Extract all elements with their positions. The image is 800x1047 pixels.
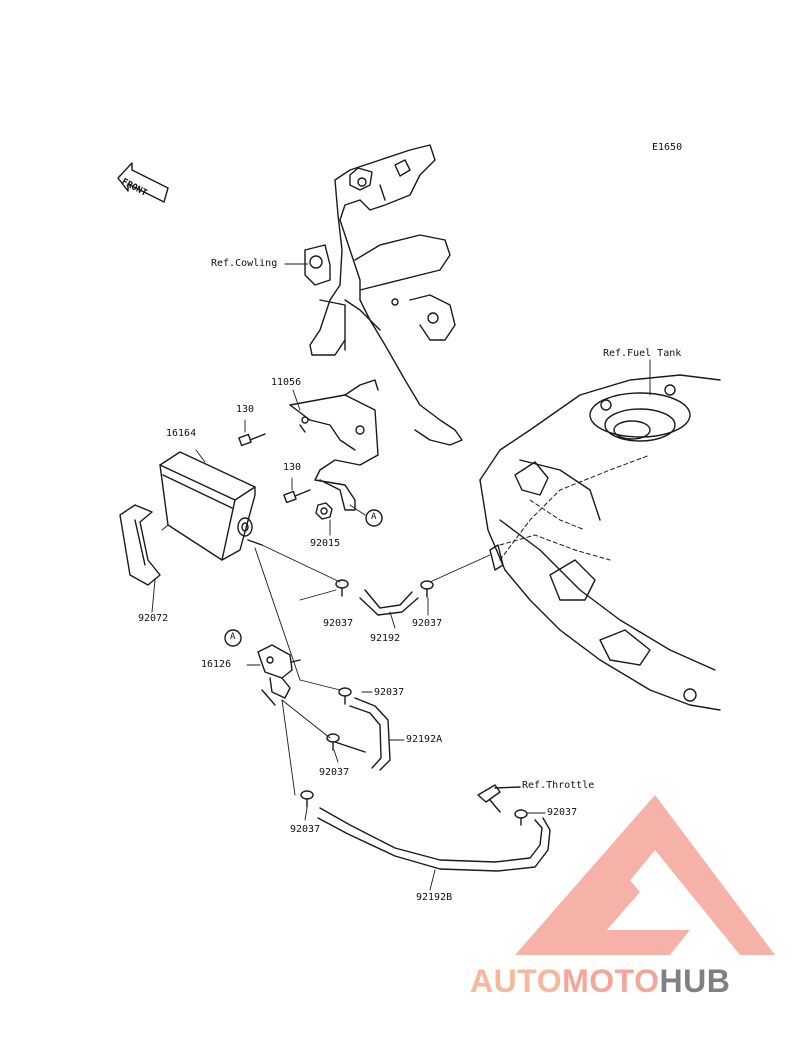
part-label-92037-4: 92037 xyxy=(319,767,350,778)
hose-92192B xyxy=(317,807,551,872)
ref-cowling-label: Ref.Cowling xyxy=(211,258,278,269)
part-label-92192: 92192 xyxy=(370,633,401,644)
frame-bracket xyxy=(304,144,463,446)
front-arrow-icon xyxy=(117,162,169,203)
hose-92192 xyxy=(359,589,419,616)
part-label-92037-2: 92037 xyxy=(412,618,443,629)
marker-a-circle xyxy=(365,509,383,527)
watermark-part-hub: HUB xyxy=(659,963,731,999)
part-label-11056: 11056 xyxy=(271,377,302,388)
part-label-16126: 16126 xyxy=(201,659,232,670)
canister-strap xyxy=(119,504,161,586)
part-label-92037-6: 92037 xyxy=(290,824,321,835)
part-label-16164: 16164 xyxy=(166,428,197,439)
bolt-upper-icon xyxy=(238,433,266,447)
part-label-92037-5: 92037 xyxy=(547,807,578,818)
part-label-130-lower: 130 xyxy=(283,462,302,473)
bolt-lower-icon xyxy=(283,489,311,504)
part-label-92015: 92015 xyxy=(310,538,341,549)
watermark-part-auto: AUTO xyxy=(470,963,563,999)
watermark-logo-icon xyxy=(515,795,775,955)
ref-throttle-label: Ref.Throttle xyxy=(522,780,595,791)
throttle-fitting xyxy=(477,784,521,813)
ref-fuel-tank-label: Ref.Fuel Tank xyxy=(603,348,682,359)
part-label-92037-3: 92037 xyxy=(374,687,405,698)
fuel-tank xyxy=(479,374,721,711)
watermark-part-moto: MOTO xyxy=(562,963,660,999)
diagram-code: E1650 xyxy=(652,142,683,153)
solenoid-valve xyxy=(257,644,301,706)
charcoal-canister xyxy=(159,451,263,561)
hose-92192A xyxy=(334,697,391,771)
leader-lines xyxy=(151,263,651,891)
marker-a-circle xyxy=(224,629,242,647)
clamp-icon xyxy=(300,579,528,826)
part-label-130-upper: 130 xyxy=(236,404,255,415)
part-label-92037-1: 92037 xyxy=(323,618,354,629)
part-label-92192B: 92192B xyxy=(416,892,453,903)
hidden-lines xyxy=(499,454,651,561)
canister-bracket xyxy=(289,379,379,511)
marker-a-label: A xyxy=(371,512,377,522)
marker-a-label: A xyxy=(230,632,236,642)
nut-icon xyxy=(315,502,333,520)
part-label-92192A: 92192A xyxy=(406,734,443,745)
watermark-text: AUTOMOTOHUB xyxy=(470,965,730,997)
part-label-92072: 92072 xyxy=(138,613,169,624)
